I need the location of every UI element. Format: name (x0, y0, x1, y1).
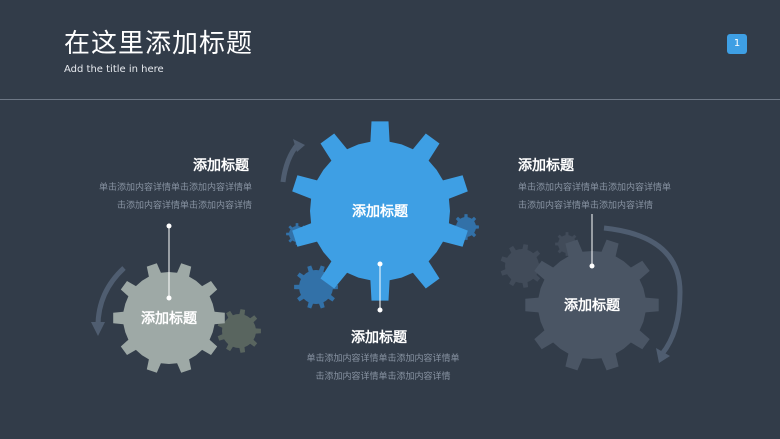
connector-left-dot-top (166, 223, 172, 229)
arrow-right-curve-head (656, 348, 670, 363)
arrow-right-curve (603, 225, 683, 356)
gear-center-icon (292, 121, 468, 301)
callout-right-heading: 添加标题 (518, 158, 574, 174)
callout-left-heading: 添加标题 (193, 158, 249, 174)
connector-right-dot (589, 263, 595, 269)
page-subtitle: Add the title in here (64, 64, 164, 75)
gear-small-gray-left-icon (217, 309, 261, 353)
arrow-left-curve-head (91, 322, 105, 336)
callout-bottom-body-line2: 击添加内容详情单击添加内容详情 (315, 372, 451, 382)
callout-bottom-body: 单击添加内容详情单击添加内容详情单 击添加内容详情单击添加内容详情 (293, 350, 473, 386)
callout-right-body-line1: 单击添加内容详情单击添加内容详情单 (518, 183, 672, 193)
page-number-badge: 1 (727, 34, 747, 54)
gear-left-label: 添加标题 (141, 311, 197, 327)
gear-dark-small-1-icon (500, 244, 544, 288)
arrow-left-top (280, 142, 300, 183)
connector-center-dot-bottom (377, 307, 383, 313)
gear-right-label: 添加标题 (564, 298, 620, 314)
callout-left-body-line2: 击添加内容详情单击添加内容详情 (116, 201, 252, 211)
header-divider (0, 99, 780, 100)
page-title: 在这里添加标题 (64, 29, 254, 59)
callout-left-body: 单击添加内容详情单击添加内容详情单 击添加内容详情单击添加内容详情 (72, 179, 252, 215)
gear-right-icon (525, 239, 659, 371)
arrow-left-curve (95, 266, 126, 327)
connector-left-dot-bottom (166, 295, 172, 301)
arrow-left-top-head (293, 139, 305, 152)
gear-center-label: 添加标题 (352, 204, 408, 220)
callout-left-body-line1: 单击添加内容详情单击添加内容详情单 (98, 183, 252, 193)
callout-bottom-body-line1: 单击添加内容详情单击添加内容详情单 (306, 354, 460, 364)
connector-center-dot-top (377, 261, 383, 267)
callout-right-body-line2: 击添加内容详情单击添加内容详情 (518, 201, 654, 211)
callout-right-body: 单击添加内容详情单击添加内容详情单 击添加内容详情单击添加内容详情 (518, 179, 698, 215)
gear-left-icon (113, 263, 225, 373)
callout-bottom-heading: 添加标题 (351, 330, 407, 346)
